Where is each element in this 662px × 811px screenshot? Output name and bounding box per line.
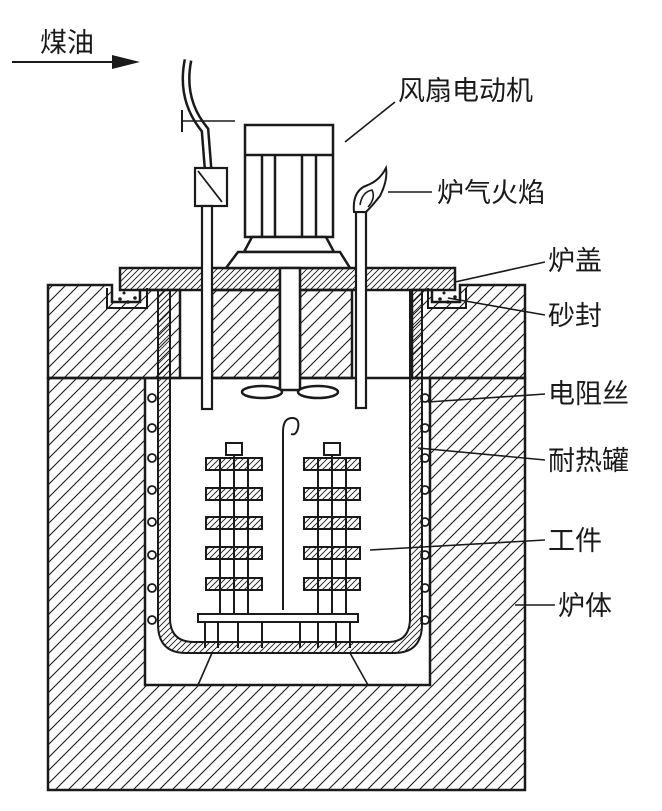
flame-outlet-pipe: [352, 164, 388, 410]
furnace-cover-block-center-left: [210, 288, 282, 380]
label-retort: 耐热罐: [548, 446, 629, 477]
fan-shaft: [240, 266, 340, 400]
retort-support-right: [349, 652, 369, 686]
kerosene-drip-pipe: [181, 59, 235, 411]
workpiece-stack-left: [205, 442, 263, 614]
label-resistance-wire: 电阻丝: [548, 379, 629, 410]
heat-resistant-retort: [157, 289, 423, 654]
leader-resistance-wire: [427, 393, 546, 403]
fan-motor: [223, 123, 353, 270]
workpiece-stack-right: [303, 442, 361, 614]
leader-fan-motor: [344, 101, 396, 143]
furnace-body: [46, 376, 527, 792]
sand-seal-right: [427, 288, 467, 309]
label-sand-seal: 砂封: [548, 301, 602, 332]
label-workpiece: 工件: [548, 526, 602, 557]
leader-sand-seal: [447, 297, 546, 316]
label-fan-motor: 风扇电动机: [398, 76, 533, 107]
leader-lid: [454, 261, 546, 283]
label-flame: 炉气火焰: [437, 178, 545, 209]
label-kerosene: 煤油: [40, 28, 94, 59]
resistance-wire-right: [420, 393, 430, 625]
leader-retort: [417, 447, 546, 461]
resistance-wire-left: [147, 393, 157, 625]
label-furnace-body: 炉体: [558, 591, 612, 622]
furnace-cover-block-center-right: [298, 288, 354, 380]
leader-lines: [344, 101, 555, 606]
leader-workpiece: [369, 539, 546, 551]
sand-seal-left: [106, 288, 148, 309]
retort-support-left: [197, 652, 213, 686]
workpiece-hanger: [197, 416, 359, 648]
label-lid: 炉盖: [548, 246, 602, 277]
kerosene-arrow: [12, 55, 140, 69]
